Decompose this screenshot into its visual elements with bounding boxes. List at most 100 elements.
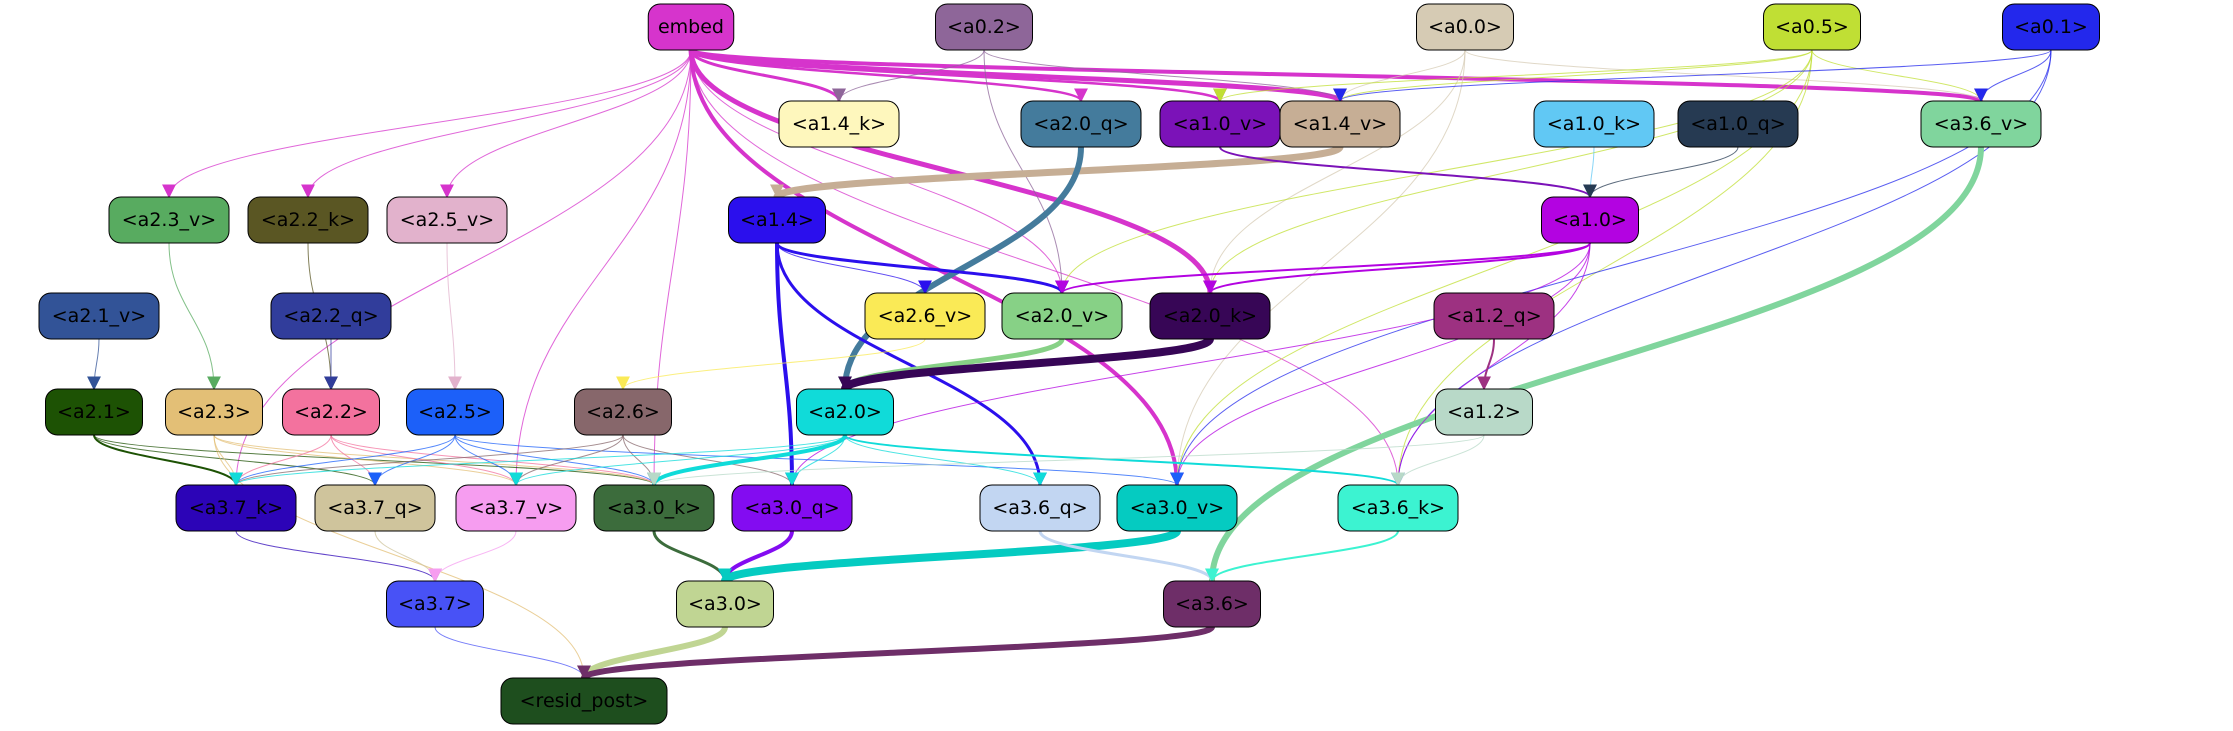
node-a3-0[interactable]: <a3.0> [676, 580, 774, 628]
node-a1-2[interactable]: <a1.2> [1435, 388, 1533, 436]
node-a3-6-k[interactable]: <a3.6_k> [1337, 484, 1459, 532]
edge-embed-to-a3_7_v [509, 49, 692, 487]
edge-embed-to-a2_2_k [301, 49, 692, 199]
edge-a1_2-to-a3_6_k [1391, 434, 1485, 487]
node-a3-7-k[interactable]: <a3.7_k> [175, 484, 297, 532]
node-box [2002, 3, 2100, 51]
node-a1-4-v[interactable]: <a1.4_v> [1279, 100, 1401, 148]
node-a0-0[interactable]: <a0.0> [1416, 3, 1514, 51]
node-a1-0[interactable]: <a1.0> [1541, 196, 1639, 244]
node-box [593, 484, 715, 532]
node-box [1279, 100, 1401, 148]
edge-a0_0-to-a3_6_v [1464, 49, 1988, 103]
node-label: <a1.0_v> [1173, 113, 1267, 135]
node-a3-6[interactable]: <a3.6> [1163, 580, 1261, 628]
edge-embed-to-a3_6_v [689, 48, 1988, 103]
node-a2-0-v[interactable]: <a2.0_v> [1001, 292, 1123, 340]
node-label: <a2.0_v> [1015, 305, 1109, 327]
node-embed[interactable]: embed [647, 3, 735, 51]
node-box [778, 100, 900, 148]
node-resid-post[interactable]: <resid_post> [500, 677, 668, 725]
node-a1-2-q[interactable]: <a1.2_q> [1433, 292, 1555, 340]
node-box [108, 196, 230, 244]
node-box [1020, 100, 1142, 148]
node-label: <a0.2> [947, 16, 1021, 38]
node-a3-0-k[interactable]: <a3.0_k> [593, 484, 715, 532]
edge-a3_0_k-to-a3_0 [652, 530, 732, 583]
node-box [1920, 100, 2042, 148]
edge-a2_1-to-a3_0_k [93, 434, 661, 487]
node-a2-6[interactable]: <a2.6> [574, 388, 672, 436]
edge-embed-to-a2_0_v [690, 49, 1069, 295]
node-box [386, 580, 484, 628]
node-a3-7[interactable]: <a3.7> [386, 580, 484, 628]
node-a1-4[interactable]: <a1.4> [728, 196, 826, 244]
node-a0-1[interactable]: <a0.1> [2002, 3, 2100, 51]
node-box [270, 292, 392, 340]
node-box [406, 388, 504, 436]
edge-a2_0-to-a3_6_q [844, 434, 1047, 487]
node-box [314, 484, 436, 532]
edge-a0_0-to-a2_0_k [1203, 49, 1466, 295]
node-label: <a2.5> [418, 401, 492, 423]
node-a2-1[interactable]: <a2.1> [45, 388, 143, 436]
node-a2-2-k[interactable]: <a2.2_k> [247, 196, 369, 244]
edge-a2_5-to-a3_0_k [454, 434, 661, 487]
node-a2-0-q[interactable]: <a2.0_q> [1020, 100, 1142, 148]
node-a1-0-q[interactable]: <a1.0_q> [1677, 100, 1799, 148]
node-a2-5-v[interactable]: <a2.5_v> [386, 196, 508, 244]
edge-a0_1-to-a1_4_v [1333, 49, 2052, 103]
node-label: <a0.5> [1775, 16, 1849, 38]
edge-a2_0-to-a3_7_v [509, 434, 846, 487]
edge-a1_0_q-to-a1_0 [1583, 146, 1739, 199]
node-box [1163, 580, 1261, 628]
node-a2-0[interactable]: <a2.0> [796, 388, 894, 436]
node-box [1001, 292, 1123, 340]
node-a2-5[interactable]: <a2.5> [406, 388, 504, 436]
edge-a2_0-to-a3_6_k [844, 434, 1405, 487]
node-box [1149, 292, 1271, 340]
node-a2-6-v[interactable]: <a2.6_v> [864, 292, 986, 340]
node-a2-2[interactable]: <a2.2> [282, 388, 380, 436]
node-a2-0-k[interactable]: <a2.0_k> [1149, 292, 1271, 340]
edge-a2_0_q-to-a2_0 [838, 146, 1084, 391]
edge-a0_2-to-a1_4_v [983, 49, 1347, 103]
node-label: <a2.6> [586, 401, 660, 423]
node-a2-3-v[interactable]: <a2.3_v> [108, 196, 230, 244]
node-label: <a1.4> [740, 209, 814, 231]
node-label: <a3.6_k> [1351, 497, 1445, 519]
node-a1-4-k[interactable]: <a1.4_k> [778, 100, 900, 148]
node-a2-3[interactable]: <a2.3> [165, 388, 263, 436]
node-a0-5[interactable]: <a0.5> [1763, 3, 1861, 51]
node-box [386, 196, 508, 244]
node-a0-2[interactable]: <a0.2> [935, 3, 1033, 51]
node-a3-6-v[interactable]: <a3.6_v> [1920, 100, 2042, 148]
edge-a3_6_k-to-a3_6 [1205, 530, 1399, 583]
node-box [1116, 484, 1238, 532]
edge-a1_2-to-a3_0_k [647, 434, 1485, 487]
node-a3-7-v[interactable]: <a3.7_v> [455, 484, 577, 532]
node-label: <a3.0_v> [1130, 497, 1224, 519]
node-a3-0-v[interactable]: <a3.0_v> [1116, 484, 1238, 532]
node-box [1416, 3, 1514, 51]
node-box [247, 196, 369, 244]
node-label: <a1.0_k> [1547, 113, 1641, 135]
edge-a2_1_v-to-a2_1 [87, 338, 102, 391]
node-a2-2-q[interactable]: <a2.2_q> [270, 292, 392, 340]
node-box [175, 484, 297, 532]
edge-a0_5-to-a2_0_v [1055, 49, 1813, 295]
node-label: <a1.2> [1447, 401, 1521, 423]
node-a1-0-v[interactable]: <a1.0_v> [1159, 100, 1281, 148]
node-a1-0-k[interactable]: <a1.0_k> [1533, 100, 1655, 148]
node-a3-7-q[interactable]: <a3.7_q> [314, 484, 436, 532]
node-box [1763, 3, 1861, 51]
edge-a1_4-to-a2_6_v [776, 242, 932, 295]
node-a3-0-q[interactable]: <a3.0_q> [731, 484, 853, 532]
node-label: <a1.0> [1553, 209, 1627, 231]
node-a2-1-v[interactable]: <a2.1_v> [38, 292, 160, 340]
node-label: <a3.7_v> [469, 497, 563, 519]
edge-a2_3-to-a3_7_v [213, 434, 523, 487]
node-a3-6-q[interactable]: <a3.6_q> [979, 484, 1101, 532]
node-label: <a2.2_q> [283, 305, 378, 327]
node-box [574, 388, 672, 436]
